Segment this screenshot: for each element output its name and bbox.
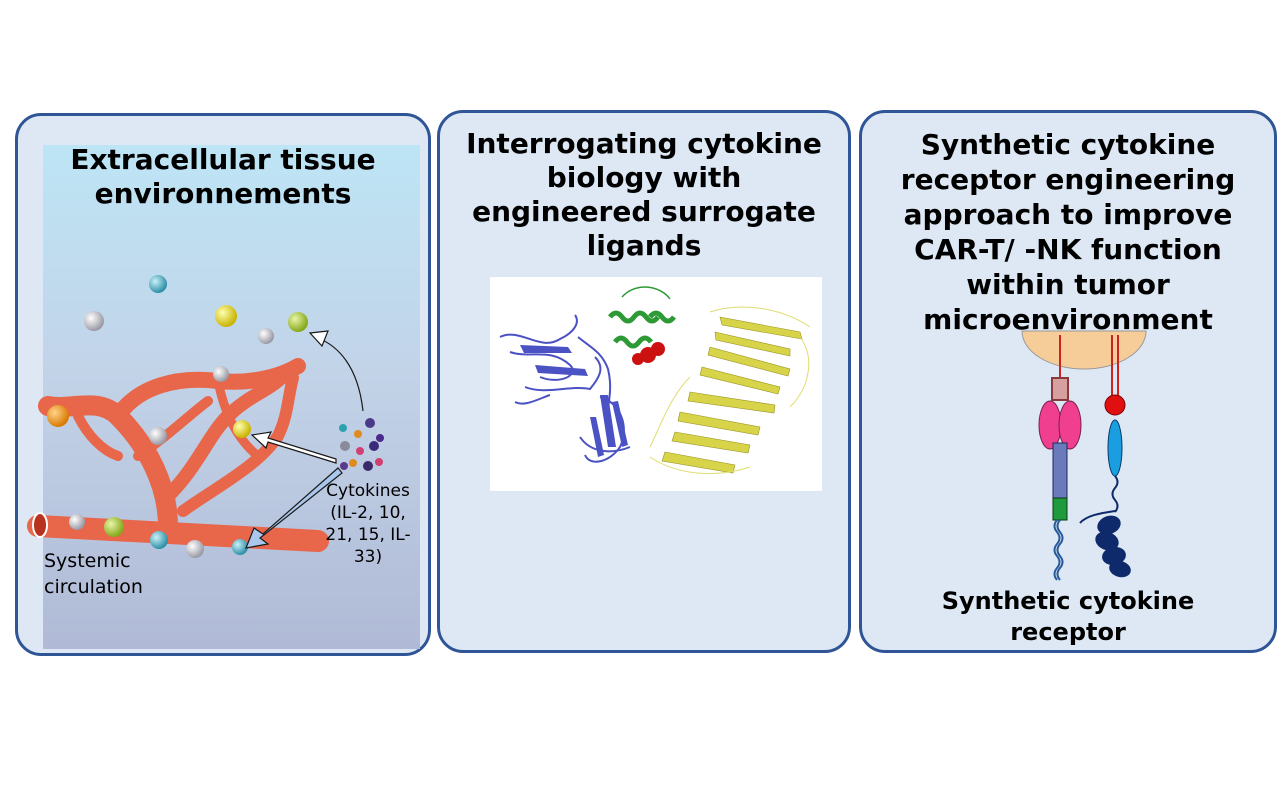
tissue-background — [43, 145, 420, 649]
tissue-environment-panel: Extracellular tissue environnements — [15, 113, 431, 656]
title-line: approach to improve — [903, 198, 1233, 231]
diffusion-arrows — [245, 330, 364, 549]
synthetic-receptor-label: Synthetic cytokine receptor — [882, 586, 1254, 648]
target-cell-icon — [1021, 330, 1147, 370]
red-helix — [632, 342, 665, 365]
label-line: receptor — [1010, 618, 1126, 646]
cytokines-label: Cytokines (IL-2, 10, 21, 15, IL-33) — [325, 481, 411, 567]
green-protein-chain — [608, 286, 676, 349]
title-line: Synthetic cytokine — [920, 128, 1216, 161]
blue-beta-strands — [520, 345, 628, 457]
panel-title: Synthetic cytokine receptor engineering … — [870, 127, 1266, 337]
cytokine-receptor-icon — [1079, 335, 1131, 578]
car-receptor-icon — [1038, 335, 1082, 581]
yellow-protein-chain — [661, 316, 803, 474]
panel-title: Interrogating cytokine biology with engi… — [440, 127, 848, 263]
systemic-circulation-label: Systemic circulation — [44, 550, 143, 598]
title-line: receptor engineering — [900, 163, 1236, 196]
label-line: Synthetic cytokine — [941, 587, 1195, 615]
panel-title: Extracellular tissue environnements — [18, 143, 428, 211]
receptor-illustration — [1021, 330, 1147, 581]
title-line: Extracellular tissue — [70, 143, 376, 176]
protein-structure-image — [490, 277, 822, 491]
yellow-loops — [649, 306, 811, 474]
title-line: within tumor — [966, 268, 1170, 301]
title-line: ligands — [586, 229, 702, 262]
synthetic-receptor-panel: Synthetic cytokine receptor engineering … — [859, 110, 1277, 653]
title-line: CAR-T/ -NK function — [914, 233, 1222, 266]
title-line: Interrogating cytokine — [466, 127, 822, 160]
blood-vessel-illustration — [27, 275, 384, 558]
title-line: engineered surrogate — [472, 195, 816, 228]
title-line: biology with — [546, 161, 742, 194]
cytokine-cluster-icon — [339, 418, 384, 471]
title-line: environnements — [94, 177, 352, 210]
